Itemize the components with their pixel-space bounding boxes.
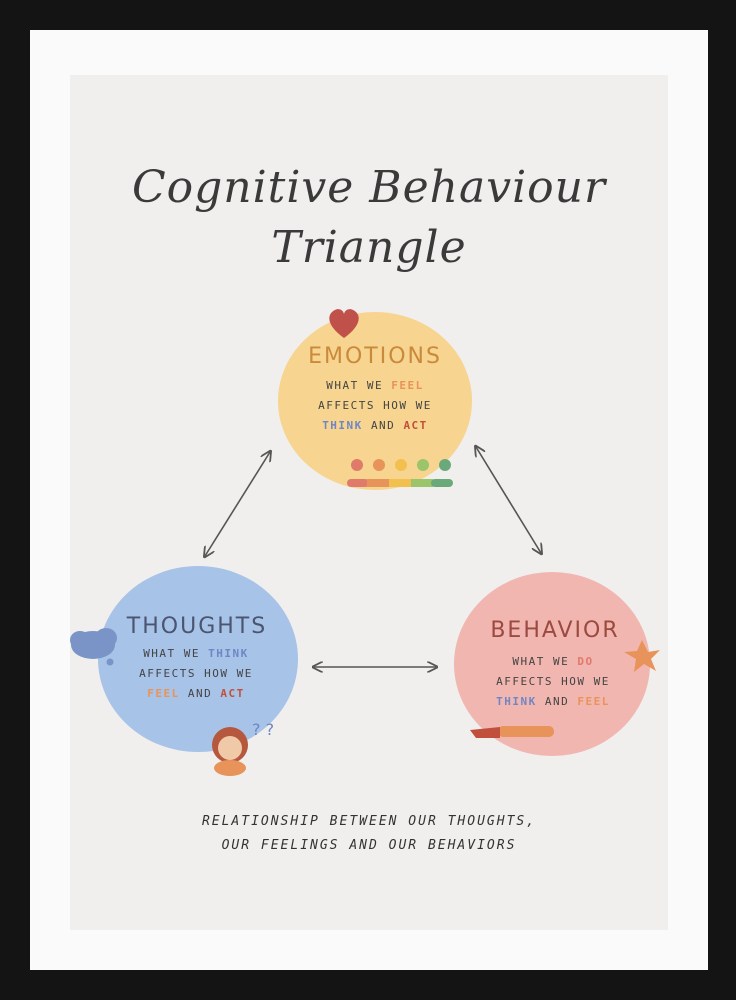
thoughts-line3-and: AND [187,687,213,700]
title-line-1: Cognitive Behaviour [131,162,607,213]
thoughts-line1: WHAT WE [143,647,201,660]
behavior-line2: AFFECTS HOW WE [496,675,610,688]
thought-cloud-icon [70,628,117,666]
behavior-line3-highlight-1: THINK [496,695,537,708]
thoughts-line3-highlight-2: ACT [220,687,245,700]
poster [70,75,668,930]
emotions-line1-highlight: FEEL [391,379,424,392]
thoughts-description: WHAT WE THINK AFFECTS HOW WE FEEL AND AC… [98,644,294,704]
emotions-line2: AFFECTS HOW WE [318,399,432,412]
arrow-emotions-behavior [476,447,541,553]
emotions-line3-highlight-1: THINK [322,419,363,432]
thinking-person-icon: ? ? [212,720,274,776]
emotions-circle [278,312,472,490]
svg-text:? ?: ? ? [252,720,274,739]
thoughts-circle [98,566,298,752]
thoughts-line3-highlight-1: FEEL [147,687,180,700]
footer-line-1: RELATIONSHIP BETWEEN OUR THOUGHTS, [201,814,537,829]
thoughts-heading: THOUGHTS [126,614,268,639]
emotions-line3-and: AND [370,419,396,432]
arrow-emotions-thoughts [205,452,270,556]
emotions-description: WHAT WE FEEL AFFECTS HOW WE THINK AND AC… [280,376,470,436]
behavior-line1: WHAT WE [512,655,570,668]
star-icon [624,640,660,672]
behavior-line3-highlight-2: FEEL [577,695,610,708]
thoughts-line2: AFFECTS HOW WE [139,667,253,680]
emotions-heading: EMOTIONS [308,344,442,369]
title-line-2: Triangle [271,222,467,273]
behavior-line3-and: AND [544,695,570,708]
behavior-circle [454,572,650,756]
emotions-line1: WHAT WE [326,379,384,392]
behavior-heading: BEHAVIOR [490,618,620,643]
mood-scale-icon [347,459,453,487]
behavior-description: WHAT WE DO AFFECTS HOW WE THINK AND FEEL [458,652,648,712]
emotions-line3-highlight-2: ACT [403,419,428,432]
pointing-hand-icon [470,726,554,738]
footer-line-2: OUR FEELINGS AND OUR BEHAVIORS [221,838,517,853]
behavior-line1-highlight: DO [577,655,594,668]
heart-icon [329,309,359,338]
thoughts-line1-highlight: THINK [208,647,249,660]
